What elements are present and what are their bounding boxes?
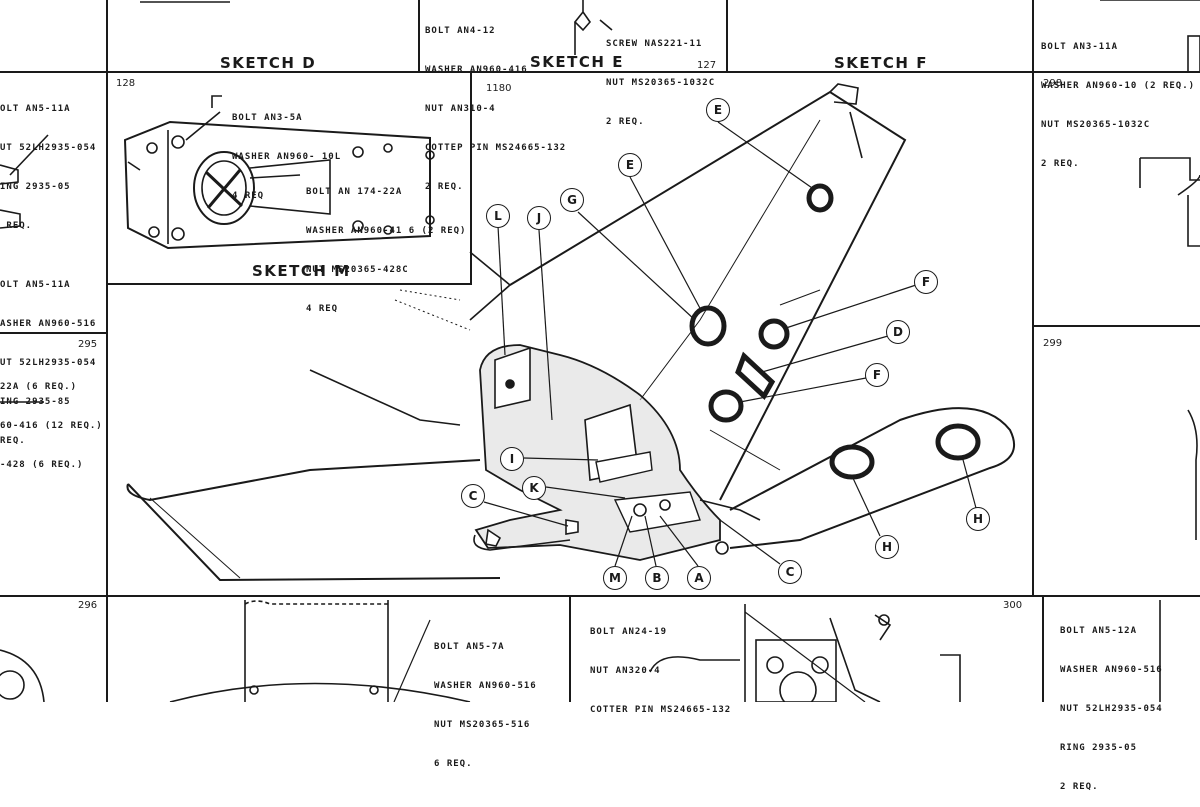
vertical-fin [469,83,907,501]
note-line: -428 (6 REQ.) [0,460,84,470]
note-line: ING 2935-05 [0,182,71,192]
callout-c-left: C [461,484,485,508]
root-fitting [473,344,761,561]
sketch-f-title: SKETCH F [834,54,928,72]
note-line: WASHER AN960-416 [425,65,528,75]
note-line: 60-416 (12 REQ.) [0,421,103,431]
note-line: UT 52LH2935-054 [0,143,97,153]
note-left-lower: 22A (6 REQ.) 60-416 (12 REQ.) -428 (6 RE… [0,355,103,485]
note-sketch-m-1: BOLT AN3-5A WASHER AN960- 10L 4 REQ [232,86,341,216]
note-line: BOLT AN4-12 [425,26,496,36]
note-line: REQ. [0,221,33,231]
note-bottom-2: BOLT AN24-19 NUT AN320-4 COTTER PIN MS24… [590,600,731,730]
note-line: 6 REQ. [434,759,473,769]
panel-number-298: 298 [1043,78,1063,89]
note-bottom-3: BOLT AN5-12A WASHER AN960-516 NUT 52LH29… [1060,599,1163,807]
note-line: BOLT AN5-7A [434,642,505,652]
callout-m: M [603,566,627,590]
callout-c-right: C [778,560,802,584]
note-top-center-screw: SCREW NAS221-11 NUT MS20365-1032C 2 REQ. [606,12,715,142]
panel-number-296: 296 [78,600,98,611]
note-bottom-1: BOLT AN5-7A WASHER AN960-516 NUT MS20365… [434,615,537,784]
panel-number-295: 295 [78,339,98,350]
left-panel-art [0,134,49,702]
note-left-middle: OLT AN5-11A ASHER AN960-516 UT 52LH2935-… [0,253,96,461]
note-line: SCREW NAS221-11 [606,39,703,49]
highlighted-attach-points [689,183,981,480]
note-line: COTTER PIN MS24665-132 [590,705,732,715]
note-line: BOLT AN24-19 [590,627,668,637]
note-line: COTTEP PIN MS24665-132 [425,143,567,153]
callout-a: A [687,566,711,590]
note-line: BOLT AN3-11A [1041,42,1119,52]
note-left-upper: OLT AN5-11A UT 52LH2935-054 ING 2935-05 … [0,77,96,246]
note-line: 2 REQ. [1060,782,1099,792]
note-line: 22A (6 REQ.) [0,382,78,392]
note-line: NUT MS20365-1032C [1041,120,1151,130]
callout-f-upper: F [914,270,938,294]
panel-borders [0,0,1200,702]
sketch-e-title: SKETCH E [530,53,624,71]
note-line: NUT MS20365-516 [434,720,531,730]
sketch-m-bracket [123,95,435,250]
note-line: WASHER AN960- 10L [232,152,342,162]
leader-lines [483,121,977,567]
callout-b: B [645,566,669,590]
note-line: WASHER AN960-516 [434,681,537,691]
sketch-d-title: SKETCH D [220,54,317,72]
callout-i: I [500,447,524,471]
note-line: BOLT AN 174-22A [306,187,403,197]
callout-g: G [560,188,584,212]
bottom-panel-art [169,600,961,702]
panel-number-299: 299 [1043,338,1063,349]
note-line: BOLT AN3-5A [232,113,303,123]
note-line: WASHER AN960-41 6 (2 REQ) [306,226,467,236]
note-line: NUT AN310-4 [425,104,496,114]
note-line: ASHER AN960-516 [0,319,97,329]
note-sketch-m-2: BOLT AN 174-22A WASHER AN960-41 6 (2 REQ… [306,160,466,329]
callout-e-lower: E [618,153,642,177]
note-line: 2 REQ. [1041,159,1080,169]
technical-illustration [0,0,1200,702]
note-line: 2 REQ. [606,117,645,127]
note-line: BOLT AN5-12A [1060,626,1138,636]
note-line: WASHER AN960-10 (2 REQ.) [1041,81,1196,91]
note-top-right: BOLT AN3-11A WASHER AN960-10 (2 REQ.) NU… [1041,15,1195,184]
callout-f-lower: F [865,363,889,387]
note-line: 4 REQ [232,191,265,201]
note-line: NUT 52LH2935-054 [1060,704,1163,714]
note-line: OLT AN5-11A [0,280,71,290]
sketch-m-title: SKETCH M [252,262,351,280]
note-line: NUT MS20365-1032C [606,78,716,88]
note-line: UT 52LH2935-054 [0,358,97,368]
panel-number-300: 300 [1003,600,1023,611]
note-line: 4 REQ [306,304,339,314]
note-line: 2 REQ. [425,182,464,192]
callout-l: L [486,204,510,228]
main-figure-number: 1180 [486,83,512,94]
note-line: WASHER AN960-516 [1060,665,1163,675]
note-line: ING 2935-85 [0,397,71,407]
sketch-m-number: 128 [116,78,136,89]
callout-h-left: H [875,535,899,559]
note-line: RING 2935-05 [1060,743,1138,753]
note-line: NUT AN320-4 [590,666,661,676]
callout-k: K [522,476,546,500]
note-top-center: BOLT AN4-12 WASHER AN960-416 NUT AN310-4… [425,0,566,207]
sketch-e-number: 127 [697,60,717,71]
callout-e-upper: E [706,98,730,122]
note-line: REQ. [0,436,26,446]
callout-h-right: H [966,507,990,531]
note-line: NUT MS20365-428C [306,265,409,275]
note-line: OLT AN5-11A [0,104,71,114]
callout-d: D [886,320,910,344]
callout-j: J [527,206,551,230]
horizontal-stabilizer [126,289,1015,582]
